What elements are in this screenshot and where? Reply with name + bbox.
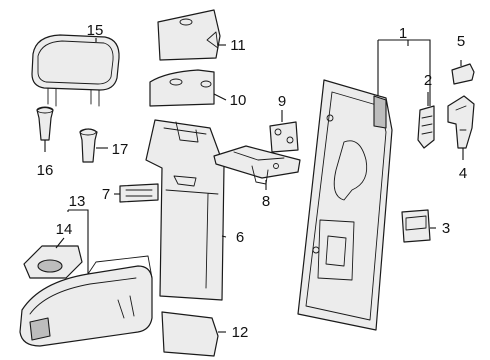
- seat-back-cover-6-part: [145, 119, 225, 301]
- headrest-guide-16-part: [36, 106, 54, 141]
- callout-11: 11: [230, 37, 246, 54]
- callout-1: 1: [399, 25, 407, 42]
- callout-15: 15: [87, 22, 104, 39]
- leader-lines: [44, 38, 464, 333]
- cap-5-part: [451, 63, 475, 85]
- callout-3: 3: [442, 220, 450, 237]
- callout-4: 4: [459, 165, 467, 182]
- callout-9: 9: [278, 93, 286, 110]
- callout-13: 13: [69, 193, 86, 210]
- hinge-bracket-8-part: [213, 145, 301, 185]
- callout-17: 17: [112, 141, 129, 158]
- panel-10-part: [149, 69, 215, 107]
- latch-7-part: [119, 183, 159, 203]
- bracket-9-part: [269, 121, 299, 153]
- callout-8: 8: [262, 193, 270, 210]
- callout-14: 14: [56, 221, 73, 238]
- callout-6: 6: [236, 229, 244, 246]
- callout-10: 10: [230, 92, 247, 109]
- callout-16: 16: [37, 162, 54, 179]
- headrest-part: [31, 34, 120, 107]
- callout-5: 5: [457, 33, 465, 50]
- callout-7: 7: [102, 186, 110, 203]
- trim-12-part: [161, 311, 219, 357]
- callout-12: 12: [232, 324, 249, 341]
- headrest-guide-17-part: [79, 128, 98, 163]
- release-handle-2-part: [417, 105, 435, 149]
- armrest-13-part: [19, 255, 153, 347]
- callout-2: 2: [424, 72, 432, 89]
- latch-hook-4-part: [447, 95, 475, 149]
- cup-holder-14-part: [23, 245, 83, 279]
- switch-3-part: [401, 209, 431, 243]
- panel-11-part: [157, 9, 221, 61]
- seat-back-frame-1-part: [297, 79, 393, 331]
